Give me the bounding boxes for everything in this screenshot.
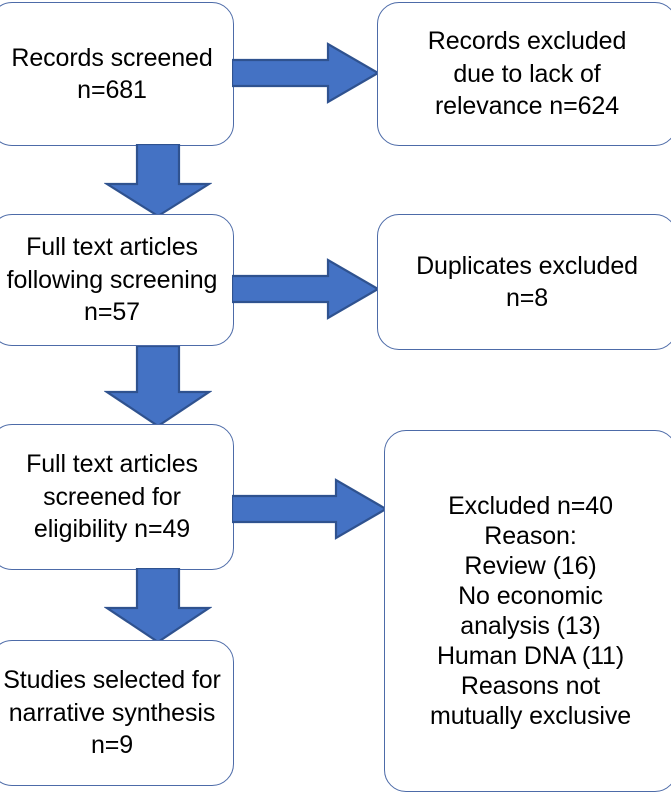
node-excluded-with-reasons: Excluded n=40 Reason: Review (16) No eco… (384, 430, 671, 792)
arrow-down-eligibility-to-studies (104, 568, 212, 644)
node-records-screened: Records screened n=681 (0, 2, 234, 146)
node-duplicates-excluded: Duplicates excluded n=8 (377, 214, 671, 350)
node-records-excluded: Records excluded due to lack of relevanc… (377, 2, 671, 146)
arrow-right-eligibility-to-excluded (232, 478, 388, 540)
node-studies-selected-for-synthesis: Studies selected for narrative synthesis… (0, 640, 234, 786)
arrow-right-fulltext-to-duplicates (232, 258, 380, 320)
node-fulltext-following-screening: Full text articles following screening n… (0, 214, 234, 346)
node-fulltext-screened-for-eligibility: Full text articles screened for eligibil… (0, 424, 234, 570)
arrow-down-fulltext-to-eligibility (104, 346, 212, 428)
arrow-right-screened-to-excluded (232, 42, 380, 104)
arrow-down-screened-to-fulltext (104, 144, 212, 218)
